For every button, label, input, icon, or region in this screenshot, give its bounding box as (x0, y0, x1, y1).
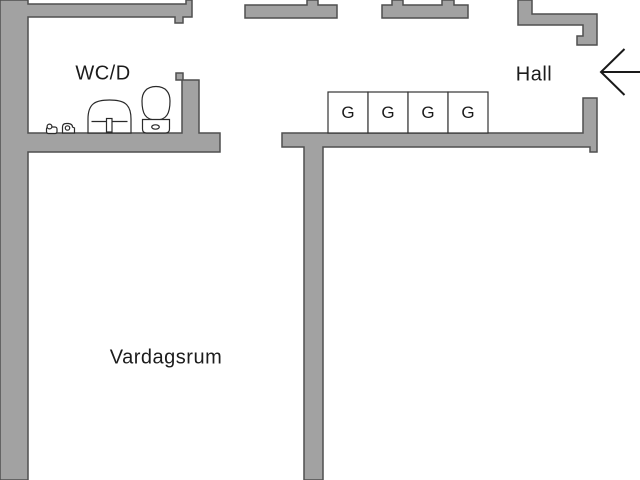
wardrobe-label: G (381, 103, 395, 122)
top-wall-segment-b (244, 0, 338, 19)
wardrobe-box (447, 91, 489, 134)
walls (0, 0, 598, 480)
wardrobe-box (327, 91, 369, 134)
entrance-arrow-icon (599, 48, 640, 96)
wardrobe-label: G (421, 103, 435, 122)
top-wall-segment-c (381, 0, 469, 19)
wardrobe-label: G (461, 103, 475, 122)
wardrobe-box (367, 91, 409, 134)
sink-icon (87, 99, 132, 134)
hall-bottom-wall-and-mid-wall (281, 97, 598, 480)
room-label-hall: Hall (515, 63, 553, 86)
wardrobe-box (407, 91, 449, 134)
entry-upper-wall (517, 0, 598, 46)
laundry-items-icon (45, 122, 76, 135)
room-label-living: Vardagsrum (109, 346, 223, 369)
wardrobe-label: G (341, 103, 355, 122)
toilet-icon (141, 85, 171, 134)
room-label-wc: WC/D (75, 62, 131, 85)
wardrobe-boxes (327, 91, 489, 134)
left-wall-and-wc-walls (0, 0, 221, 480)
